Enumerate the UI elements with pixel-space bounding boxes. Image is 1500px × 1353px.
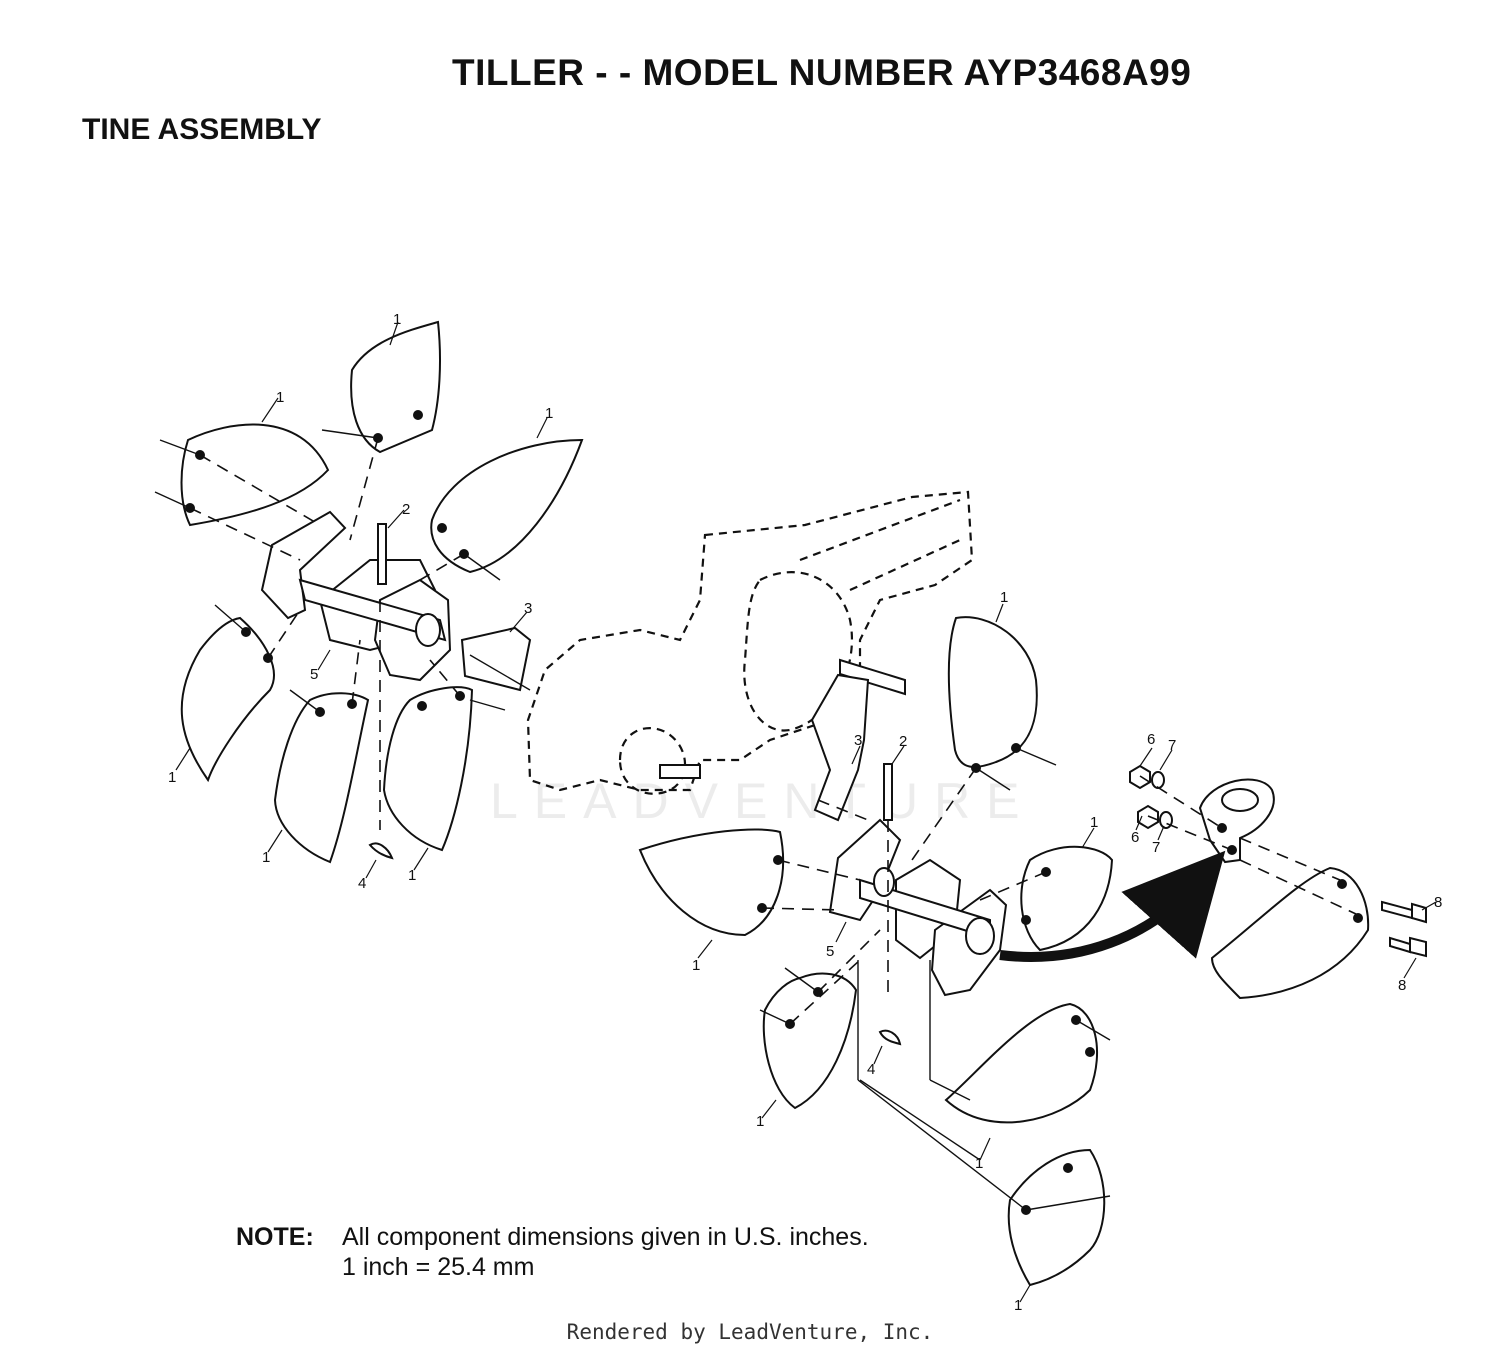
tine-shaft — [298, 578, 447, 642]
callout-shaft-assembly: 5 — [310, 666, 318, 683]
callout-shaft-assembly: 5 — [826, 943, 834, 960]
hub-adapter — [460, 626, 532, 692]
callout-tine: 1 — [756, 1113, 764, 1130]
callout-tine: 1 — [975, 1155, 983, 1172]
callout-lock-washer: 7 — [1152, 839, 1160, 856]
callout-lock-washer: 7 — [1168, 737, 1176, 754]
tine-blade — [1210, 866, 1370, 1000]
callout-tine: 1 — [1014, 1297, 1022, 1314]
callout-clevis-pin: 2 — [402, 501, 410, 518]
callout-tine: 1 — [408, 867, 416, 884]
tine-blade — [180, 423, 330, 527]
watermark: LEADVENTURE — [490, 773, 1036, 829]
callout-hairpin-clip: 4 — [358, 875, 366, 892]
tine-blade — [350, 320, 441, 454]
lock-washer — [1151, 771, 1165, 789]
tine-blade — [947, 616, 1038, 768]
callout-clevis-pin: 2 — [899, 733, 907, 750]
callout-tine: 1 — [1000, 589, 1008, 606]
assembly-arrow — [999, 850, 1226, 962]
callout-tine: 1 — [692, 957, 700, 974]
callout-tine: 1 — [393, 311, 401, 328]
callout-tine: 1 — [168, 769, 176, 786]
note-label: NOTE: — [236, 1223, 314, 1251]
tine-blade — [273, 692, 370, 864]
callout-hub-adapter: 3 — [854, 732, 862, 749]
footer-credit: Rendered by LeadVenture, Inc. — [566, 1320, 934, 1344]
tine-blade — [762, 972, 858, 1110]
callout-bolt: 8 — [1434, 894, 1442, 911]
tiller-axle — [659, 658, 906, 779]
callout-bolt: 8 — [1398, 977, 1406, 994]
tine-blade — [180, 616, 275, 783]
tine-blade — [382, 686, 474, 852]
callout-hub-adapter: 3 — [524, 600, 532, 617]
tine-blade — [944, 1002, 1098, 1124]
clevis-pin — [377, 523, 387, 585]
nut — [1137, 804, 1159, 830]
bolt — [1389, 936, 1411, 954]
hairpin-clip — [878, 1029, 902, 1046]
note-line2: 1 inch = 25.4 mm — [342, 1253, 535, 1281]
bolt — [1381, 900, 1413, 920]
left-tine-assembly — [154, 320, 584, 879]
callout-tine: 1 — [545, 405, 553, 422]
tine-blade — [1020, 845, 1114, 952]
section-title: TINE ASSEMBLY — [82, 113, 322, 146]
hairpin-clip — [368, 842, 394, 860]
page-title: TILLER - - MODEL NUMBER AYP3468A99 — [452, 52, 1192, 93]
callout-tine: 1 — [1090, 814, 1098, 831]
callout-nut: 6 — [1131, 829, 1139, 846]
tine-blade — [638, 828, 784, 937]
nut — [1129, 764, 1151, 790]
callout-nut: 6 — [1147, 731, 1155, 748]
clevis-pin — [883, 763, 893, 821]
tine-blade — [430, 438, 584, 574]
tine-blade — [1007, 1148, 1106, 1287]
dimension-note: NOTE: All component dimensions given in U… — [236, 1222, 869, 1282]
tiller-housing-phantom — [526, 490, 974, 795]
right-tine-assembly — [638, 603, 1437, 1303]
hub-adapter — [810, 673, 870, 822]
callout-tine: 1 — [276, 389, 284, 406]
callout-hairpin-clip: 4 — [867, 1061, 875, 1078]
callout-tine: 1 — [262, 849, 270, 866]
note-line1: All component dimensions given in U.S. i… — [342, 1223, 869, 1251]
